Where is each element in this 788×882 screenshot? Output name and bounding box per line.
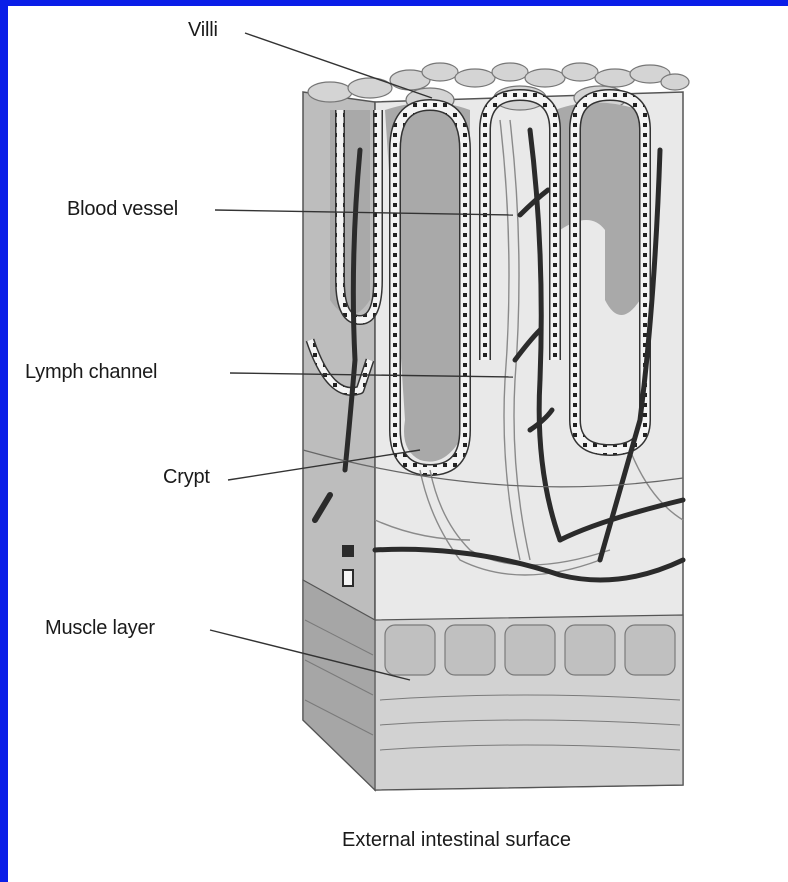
label-crypt: Crypt (163, 466, 210, 489)
label-muscle-layer: Muscle layer (45, 617, 155, 640)
diagram-caption: External intestinal surface (342, 829, 571, 852)
label-blood-vessel: Blood vessel (67, 198, 178, 221)
label-lymph-channel: Lymph channel (25, 361, 157, 384)
label-villi: Villi (188, 19, 218, 42)
